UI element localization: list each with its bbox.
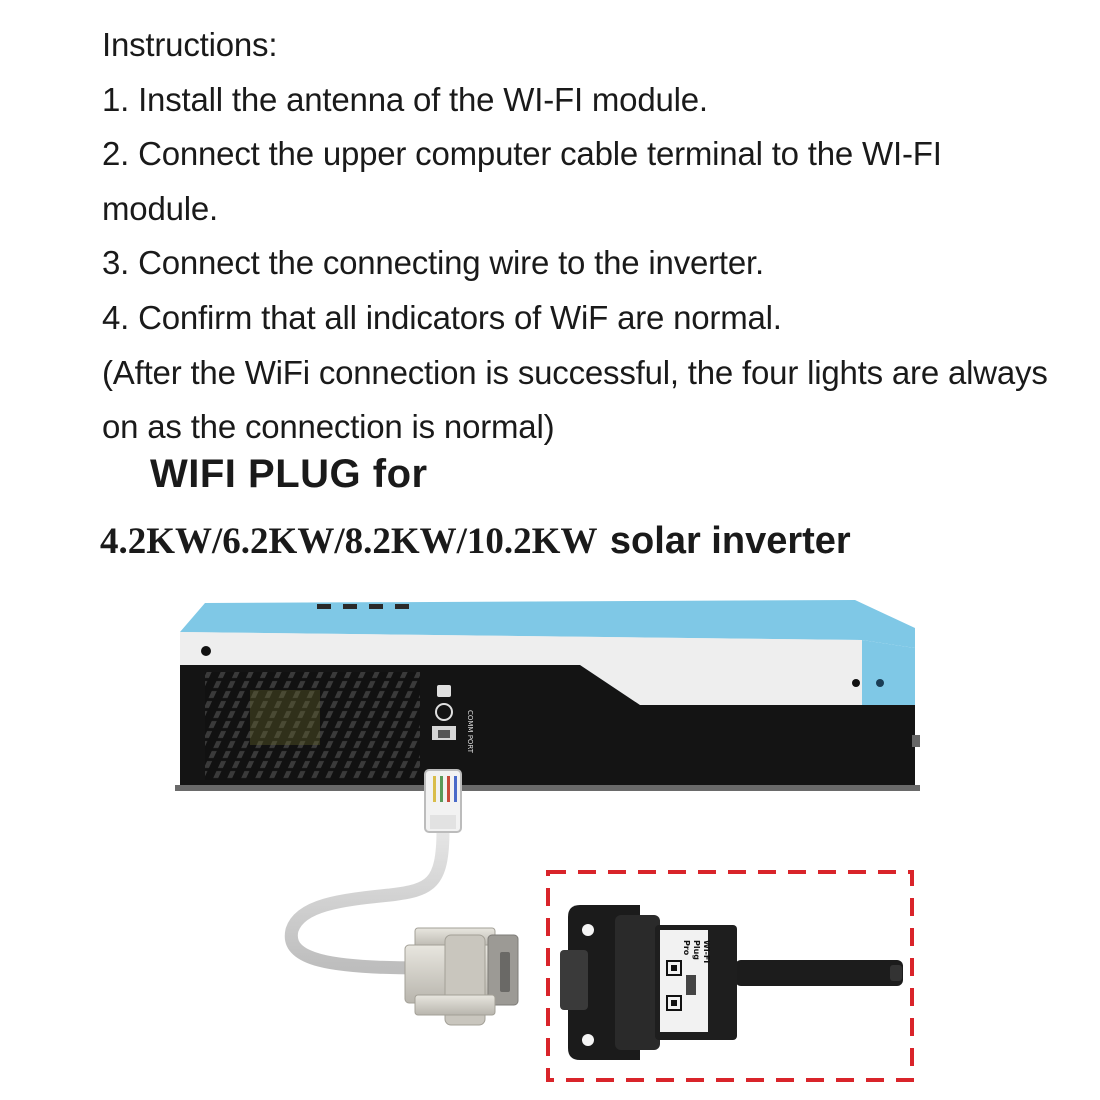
module-label-line-2: Plug <box>692 940 701 960</box>
rj45-connector-icon <box>424 769 462 833</box>
module-label <box>660 930 708 1032</box>
indicator-light <box>317 604 331 609</box>
product-figure: COMM PORT <box>175 600 920 1082</box>
indicator-light <box>343 604 357 609</box>
indicator-light <box>369 604 383 609</box>
model-list: 4.2KW/6.2KW/8.2KW/10.2KW <box>100 521 598 562</box>
product-title: WIFI PLUG for <box>150 452 428 496</box>
usb-port <box>437 685 451 697</box>
module-label-line-3: Pro <box>682 940 691 956</box>
instruction-step-4: 4. Confirm that all indicators of WiF ar… <box>102 298 782 336</box>
instruction-step-2: 2. Connect the upper computer cable term… <box>102 135 942 227</box>
highlight-frame <box>546 870 914 1082</box>
comm-port-label: COMM PORT <box>466 710 474 754</box>
inverter-vent <box>205 672 420 780</box>
db9-connector-icon <box>404 927 519 1026</box>
instruction-step-1: 1. Install the antenna of the WI-FI modu… <box>102 80 708 118</box>
module-label-line-1: Wi-Fi <box>702 940 711 963</box>
cable <box>284 769 519 1026</box>
antenna-icon <box>735 960 903 986</box>
model-line: 4.2KW/6.2KW/8.2KW/10.2KW solar inverter <box>100 520 851 563</box>
wifi-module-icon: Wi-Fi Plug Pro <box>560 905 903 1060</box>
inverter-icon: COMM PORT <box>175 600 920 791</box>
instructions-block: Instructions: 1. Install the antenna of … <box>102 18 1062 455</box>
model-suffix: solar inverter <box>609 520 851 562</box>
inverter-lid <box>180 600 915 648</box>
instructions-heading: Instructions: <box>102 26 278 63</box>
instruction-note: (After the WiFi connection is successful… <box>102 353 1048 446</box>
instruction-step-3: 3. Connect the connecting wire to the in… <box>102 244 764 282</box>
inverter-front-panel <box>180 632 862 705</box>
cable-wire <box>284 823 450 975</box>
indicator-light <box>395 604 409 609</box>
round-port <box>435 703 453 721</box>
